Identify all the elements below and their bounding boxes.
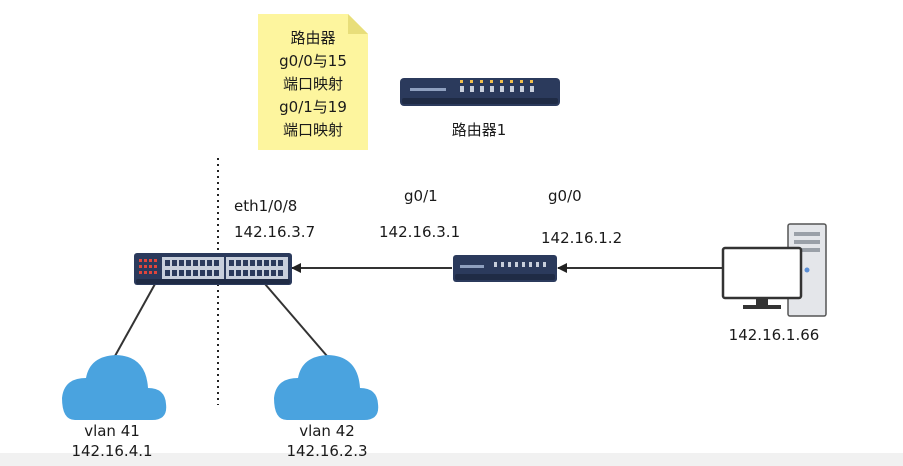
note-line: g0/1与19 — [279, 98, 347, 116]
switch-icon — [134, 253, 292, 285]
cloud-icon — [62, 355, 167, 420]
router-g01-label: g0/1 — [404, 187, 438, 205]
router-g00-ip: 142.16.1.2 — [541, 229, 623, 247]
vlan42-ip: 142.16.2.3 — [286, 442, 368, 460]
note-line: 路由器 — [290, 29, 336, 47]
vlan41-name: vlan 41 — [84, 422, 140, 440]
vlan41-ip: 142.16.4.1 — [71, 442, 153, 460]
cloud-icon — [274, 355, 379, 420]
vlan42-name: vlan 42 — [299, 422, 355, 440]
note-line: 端口映射 — [282, 75, 343, 93]
router-g00-label: g0/0 — [548, 187, 582, 205]
router-g01-ip: 142.16.3.1 — [379, 223, 461, 241]
note-line: 端口映射 — [282, 121, 343, 139]
link-switch-vlan42 — [264, 283, 328, 357]
sticky-note-icon — [258, 14, 368, 150]
switch-ip-label: 142.16.3.7 — [234, 223, 316, 241]
switch-port-label: eth1/0/8 — [234, 197, 298, 215]
desktop-computer-icon — [721, 223, 827, 317]
sticky-note-text: 路由器 g0/0与15 端口映射 g0/1与19 端口映射 — [258, 27, 368, 142]
router-icon — [400, 78, 560, 106]
bottom-scroll-bar — [0, 453, 903, 466]
link-switch-vlan41 — [114, 283, 156, 357]
router1-label: 路由器1 — [451, 121, 507, 139]
note-line: g0/0与15 — [279, 52, 347, 70]
router-inline-icon — [453, 255, 557, 282]
pc-ip-label: 142.16.1.66 — [728, 326, 820, 344]
